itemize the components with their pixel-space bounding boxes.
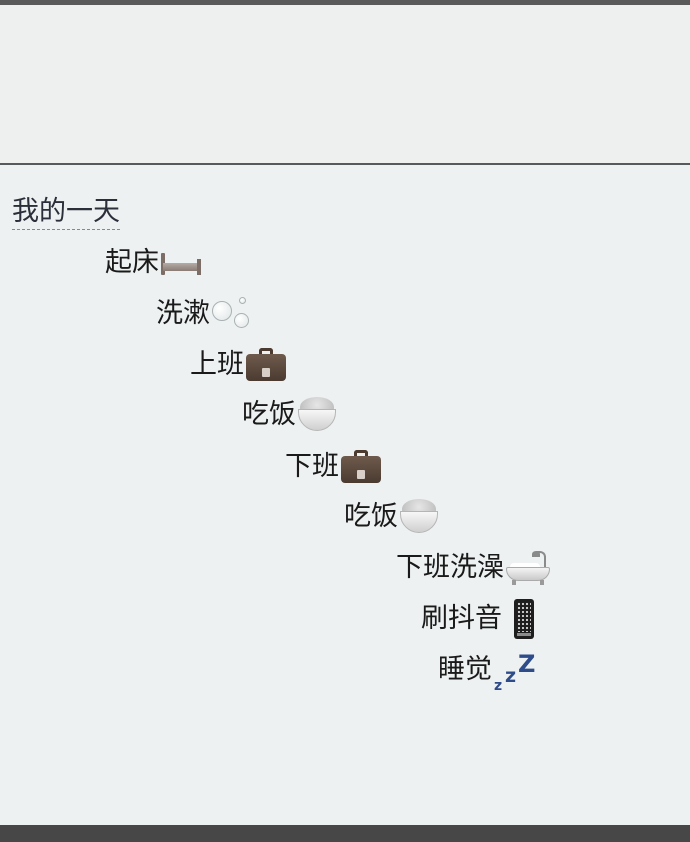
schedule-item-eat-dinner: 吃饭 (344, 499, 438, 535)
schedule-label: 吃饭 (344, 501, 398, 532)
schedule-label: 下班洗澡 (396, 552, 504, 583)
schedule-label: 吃饭 (242, 399, 296, 430)
top-bar (0, 0, 690, 5)
schedule-label: 起床 (105, 247, 159, 278)
schedule-item-sleep: 睡觉 z z Z (438, 650, 538, 694)
schedule-item-wake-up: 起床 (105, 246, 201, 280)
zzz-icon: z z Z (494, 650, 536, 694)
briefcase-icon (246, 348, 286, 382)
schedule-label: 刷抖音 (421, 603, 502, 634)
divider-line (0, 163, 690, 165)
schedule-label: 睡觉 (438, 654, 492, 685)
schedule-item-douyin: 刷抖音 (421, 599, 534, 639)
briefcase-icon (341, 450, 381, 484)
bottom-bar (0, 825, 690, 842)
top-blank-area (0, 5, 690, 163)
schedule-item-shower: 下班洗澡 (396, 549, 550, 587)
schedule-item-wash: 洗漱 (156, 297, 252, 331)
content-area (0, 165, 690, 825)
rice-bowl-icon (298, 397, 336, 433)
schedule-label: 下班 (285, 451, 339, 482)
page-title: 我的一天 (12, 195, 120, 230)
bathtub-icon (506, 549, 550, 587)
schedule-item-go-to-work: 上班 (190, 348, 286, 382)
schedule-label: 洗漱 (156, 298, 210, 329)
mobile-phone-icon (514, 599, 534, 639)
schedule-item-off-work: 下班 (285, 450, 381, 484)
schedule-label: 上班 (190, 349, 244, 380)
rice-bowl-icon (400, 499, 438, 535)
schedule-item-eat-lunch: 吃饭 (242, 397, 336, 433)
bubbles-icon (212, 297, 252, 331)
bed-icon (161, 251, 201, 275)
